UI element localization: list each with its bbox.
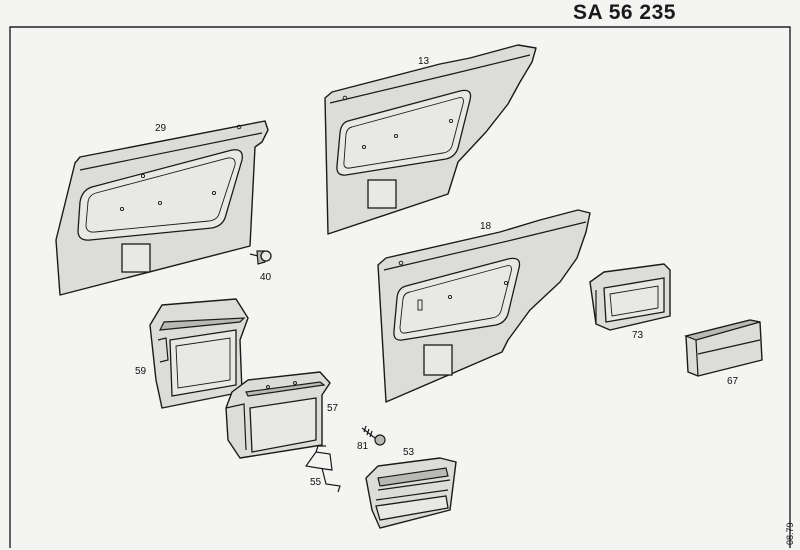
callout-81: 81 <box>357 441 369 452</box>
callout-55: 55 <box>310 477 322 488</box>
armrest-pocket-59 <box>149 298 249 409</box>
callout-73: 73 <box>632 330 644 341</box>
door-panel-13 <box>324 44 537 235</box>
callout-59: 59 <box>135 366 147 377</box>
bracket-55 <box>304 445 341 493</box>
callout-18: 18 <box>480 221 492 232</box>
door-pocket-57 <box>225 371 331 459</box>
insert-67 <box>684 319 763 377</box>
callout-53: 53 <box>403 447 415 458</box>
callout-40: 40 <box>260 272 272 283</box>
clip-40 <box>249 250 272 265</box>
door-panel-18 <box>377 209 591 403</box>
drawing-frame <box>9 26 791 548</box>
callout-13: 13 <box>418 56 430 67</box>
door-panel-29 <box>55 120 269 296</box>
callout-29: 29 <box>155 123 167 134</box>
pocket-frame-73 <box>589 263 671 331</box>
sheet-code: SA 56 235 <box>573 1 676 24</box>
ashtray-53 <box>365 457 457 529</box>
date-code: 08.79 <box>785 522 795 545</box>
callout-67: 67 <box>727 376 739 387</box>
callout-57: 57 <box>327 403 339 414</box>
screw-81 <box>361 425 386 446</box>
